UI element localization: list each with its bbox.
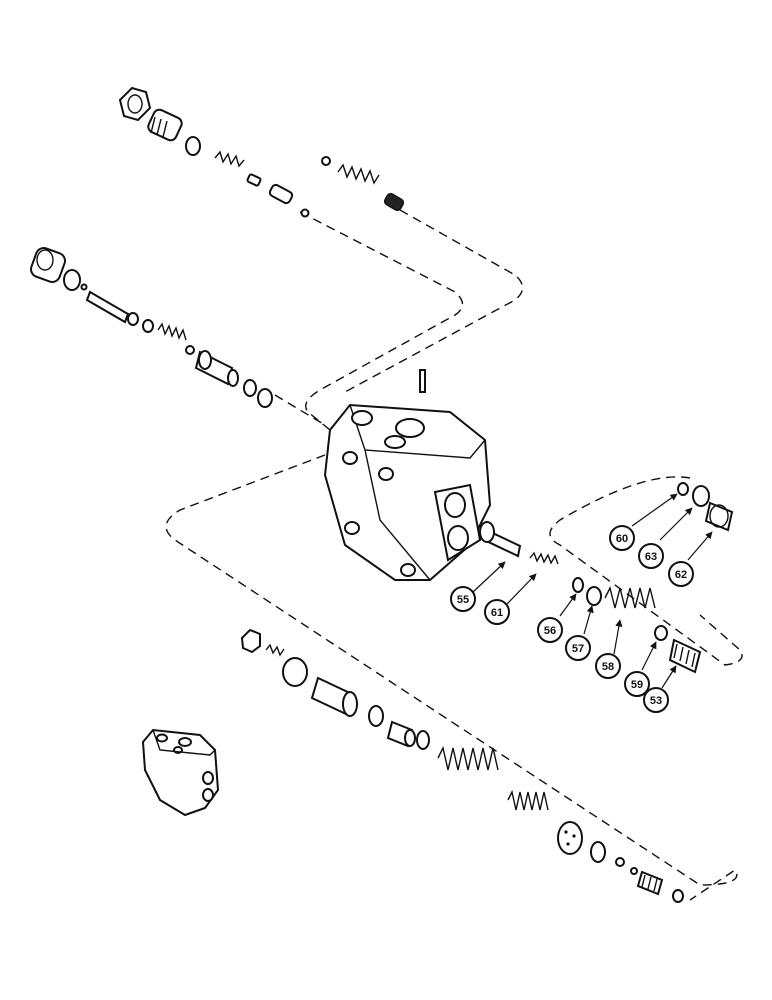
part-62-plug [704, 501, 734, 532]
callout-56: 56 [537, 617, 563, 643]
spool-rod [85, 290, 130, 324]
part-63-ring [692, 485, 710, 507]
callout-58: 58 [595, 653, 621, 679]
svg-text:53: 53 [650, 695, 662, 707]
callout-60: 60 [609, 525, 635, 551]
svg-text:57: 57 [572, 643, 584, 655]
mount-hole-1 [342, 451, 358, 465]
hex-nut-lower [240, 628, 261, 654]
mount-hole-2 [378, 467, 394, 481]
assembly-dashed-lines [165, 209, 743, 901]
backup-ring-spool [257, 388, 273, 408]
plug-left [30, 247, 66, 283]
ball-lower-1 [615, 857, 625, 867]
svg-text:55: 55 [457, 594, 469, 606]
callout-leaders [472, 493, 713, 689]
port-top-center [384, 435, 406, 449]
svg-text:60: 60 [616, 533, 628, 545]
spring-upper-right [337, 163, 380, 185]
o-ring-spool [142, 319, 154, 333]
part-58-spring [604, 585, 656, 609]
svg-text:62: 62 [675, 569, 687, 581]
spring-top-small [214, 150, 245, 168]
svg-text:58: 58 [602, 661, 614, 673]
fitting-upper-right [383, 193, 405, 211]
part-59-ring [654, 625, 668, 641]
plug-top [147, 108, 183, 142]
spring-spool [157, 322, 187, 341]
callout-62: 62 [668, 561, 694, 587]
right-parts [478, 482, 734, 674]
spring-large-lower [437, 745, 499, 771]
o-ring-spool-2 [243, 379, 257, 397]
spring-mid-lower [507, 789, 549, 811]
o-ring-lower [282, 657, 308, 687]
washer-left [80, 283, 88, 291]
o-ring-top [185, 136, 201, 156]
port-top-right [395, 418, 425, 438]
port-top-left [351, 410, 373, 426]
disc-lower [557, 821, 583, 855]
small-cap [321, 156, 331, 166]
part-56-ring [572, 577, 584, 593]
callout-59: 59 [624, 671, 650, 697]
part-55-poppet [478, 521, 522, 558]
callout-61: 61 [484, 599, 510, 625]
roll-pin [419, 369, 426, 393]
ball-lower-2 [630, 867, 638, 875]
ball-top [300, 208, 310, 218]
callout-55: 55 [450, 586, 476, 612]
spool-row-parts [30, 247, 273, 408]
part-60-ring [677, 482, 689, 496]
pin-top [246, 173, 262, 187]
spool-sleeve [194, 350, 239, 387]
svg-text:61: 61 [491, 607, 503, 619]
hex-nut-top [118, 86, 152, 122]
svg-text:59: 59 [631, 679, 643, 691]
side-port-lower [447, 525, 469, 551]
valve-body [323, 403, 492, 581]
svg-text:63: 63 [645, 551, 657, 563]
sleeve-lower [310, 676, 358, 717]
reference-valve-thumbnail [141, 728, 220, 817]
callout-57: 57 [565, 635, 591, 661]
part-57-ring [586, 586, 602, 606]
o-ring-left [63, 269, 81, 291]
fitting-lower [636, 870, 664, 896]
mount-hole-4 [400, 563, 416, 577]
side-port-upper [444, 492, 466, 518]
callout-53: 53 [643, 687, 669, 713]
o-ring-lower-4 [590, 841, 606, 863]
piston-lower [386, 720, 416, 748]
o-ring-lower-5 [672, 889, 684, 903]
o-ring-lower-2 [368, 705, 384, 727]
poppet-top [268, 183, 294, 205]
mount-hole-3 [344, 521, 360, 535]
callout-63: 63 [638, 543, 664, 569]
part-61-spring [529, 551, 559, 565]
part-53-cap [668, 638, 702, 674]
o-ring-lower-3 [416, 730, 430, 750]
washer-spool [185, 345, 195, 355]
lower-row-parts [240, 628, 684, 903]
set-screw-lower [265, 643, 285, 657]
svg-text:56: 56 [544, 625, 556, 637]
top-row-parts [118, 86, 405, 218]
